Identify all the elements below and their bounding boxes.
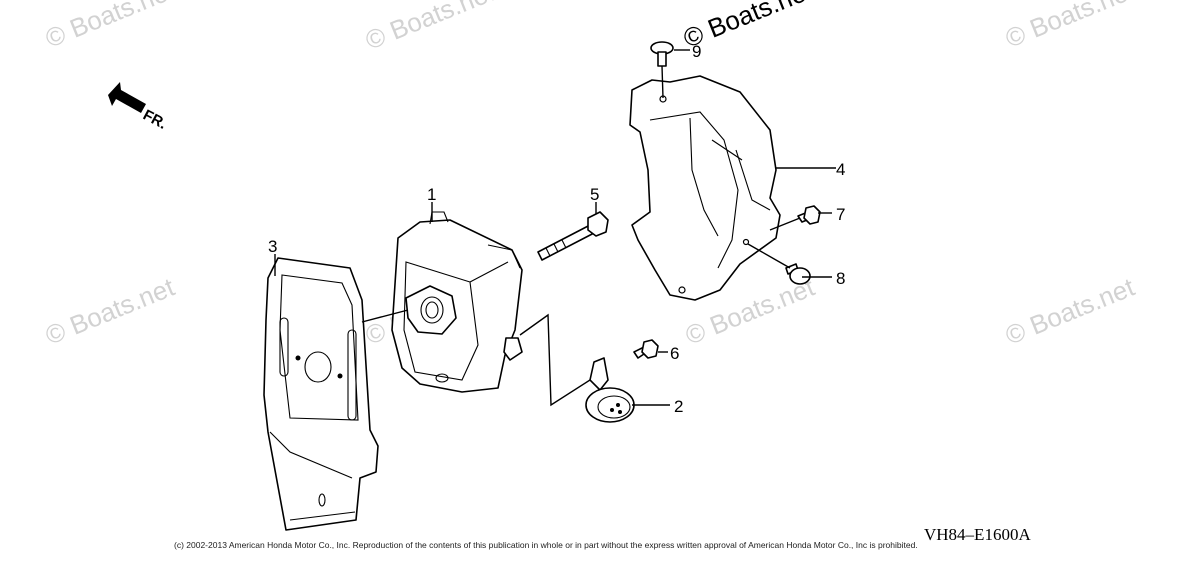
part-screw-6 xyxy=(633,339,659,359)
callout-2: 2 xyxy=(674,397,683,416)
callout-4: 4 xyxy=(836,160,845,179)
part-muffler xyxy=(391,211,523,393)
part-protector-plate xyxy=(263,257,379,531)
part-muffler-cover xyxy=(629,75,781,301)
watermark: © Boats.net xyxy=(41,271,179,350)
callout-3: 3 xyxy=(268,237,277,256)
direction-label: FR. xyxy=(140,107,169,133)
part-screw-9 xyxy=(650,41,674,67)
watermark: © Boats.net xyxy=(41,0,179,54)
watermark-layer: © Boats.net © Boats.net © Boats.net © Bo… xyxy=(41,0,1139,351)
watermark: © Boats.net xyxy=(1001,271,1139,350)
copyright-notice: (c) 2002-2013 American Honda Motor Co., … xyxy=(174,540,918,550)
watermark: © Boats.net xyxy=(1001,0,1139,54)
diagram-code: VH84–E1600A xyxy=(924,525,1031,544)
front-direction-arrow-icon: FR. xyxy=(108,82,169,133)
part-bolt xyxy=(537,211,609,261)
callout-6: 6 xyxy=(670,344,679,363)
callout-8: 8 xyxy=(836,269,845,288)
watermark: © Boats.net xyxy=(361,0,499,56)
part-spark-arrester xyxy=(585,357,635,423)
callout-5: 5 xyxy=(590,185,599,204)
callout-9: 9 xyxy=(692,42,701,61)
callout-1: 1 xyxy=(427,185,436,204)
part-screw-8 xyxy=(785,263,811,285)
part-screw-7 xyxy=(797,205,821,225)
callout-layer: 1 2 3 4 5 6 7 8 9 xyxy=(268,42,845,416)
leader-lines xyxy=(274,49,836,407)
callout-7: 7 xyxy=(836,205,845,224)
